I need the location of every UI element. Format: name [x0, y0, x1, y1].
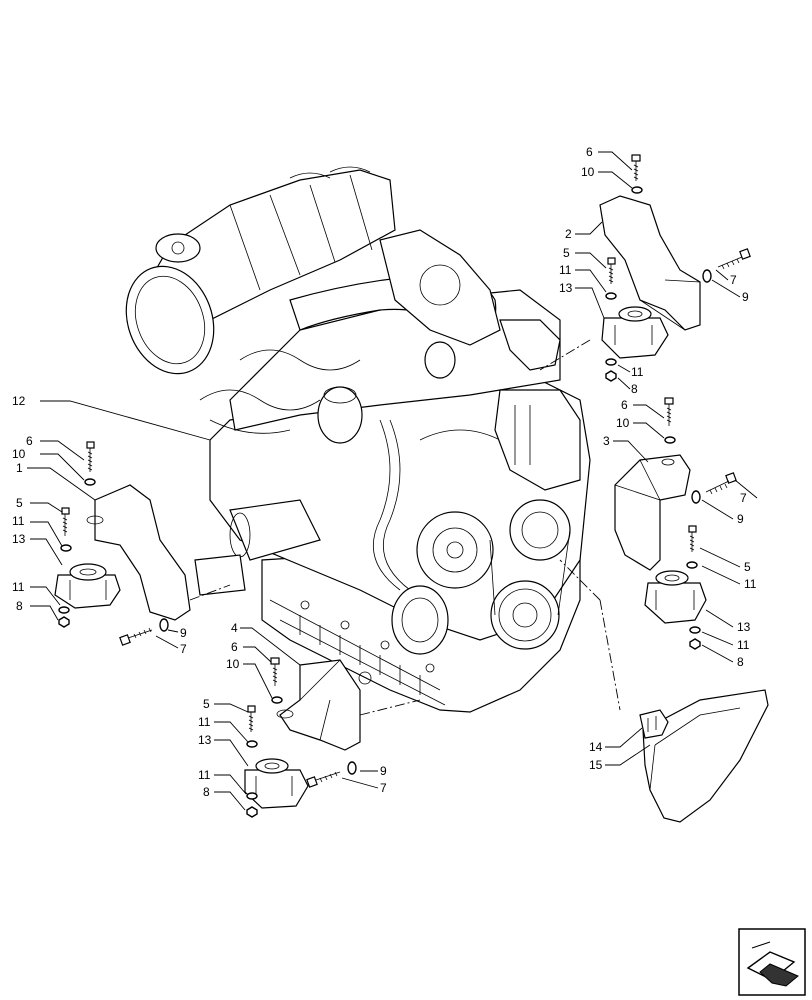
washer-10-middle: [664, 436, 676, 444]
label-part-13-left: 13: [12, 532, 26, 546]
label-part-10-left: 10: [12, 447, 26, 461]
callout-labels: 6 10 1 5 11 13 11 8 9 7 12 6 10 2 5 11 1…: [12, 145, 757, 799]
label-part-8-middle: 8: [737, 655, 744, 669]
bolt-7-upper: [717, 248, 751, 270]
label-part-2: 2: [565, 227, 572, 241]
nut-8-left: [58, 616, 70, 628]
bolt-7-middle: [705, 472, 737, 495]
label-part-13-upper: 13: [559, 281, 573, 295]
washer-10-lower: [271, 696, 283, 704]
bolt-7-lower: [306, 771, 341, 788]
label-part-9-left: 9: [180, 626, 187, 640]
bolt-6-left: [86, 441, 95, 472]
clip-14: [639, 709, 669, 739]
label-part-11-upper-bottom: 11: [631, 365, 644, 379]
label-part-6-upper: 6: [586, 145, 593, 159]
rubber-mount-13-lower: [244, 758, 309, 809]
label-part-8-left: 8: [16, 599, 23, 613]
label-part-6-left: 6: [26, 434, 33, 448]
bolt-6-middle: [664, 397, 674, 426]
washer-9-middle: [691, 490, 701, 504]
bracket-2: [599, 195, 701, 331]
label-part-11-lower-top: 11: [198, 715, 211, 729]
nut-8-lower: [246, 806, 258, 818]
washer-11-upper-top: [605, 292, 617, 300]
washer-9-upper: [702, 269, 712, 283]
washer-11-left-bottom: [58, 606, 70, 614]
label-part-5-left: 5: [16, 496, 23, 510]
label-part-12: 12: [12, 394, 26, 408]
label-part-9-middle: 9: [737, 512, 744, 526]
bolt-5-middle: [688, 525, 697, 552]
label-part-13-middle: 13: [737, 620, 751, 634]
bolt-5-lower: [247, 705, 256, 732]
cover-15: [642, 689, 769, 823]
bolt-6-lower: [270, 657, 280, 686]
mount-group-upper-right: [539, 151, 751, 390]
mount-group-left: [27, 400, 231, 649]
label-part-10-middle: 10: [616, 416, 630, 430]
washer-9-lower: [347, 761, 357, 775]
washer-10-left: [84, 478, 96, 486]
bracket-1: [94, 484, 191, 621]
bolt-5-left: [61, 507, 70, 536]
bolt-5-upper: [607, 257, 616, 284]
label-part-5-upper: 5: [563, 246, 570, 260]
washer-9-left: [159, 618, 169, 632]
label-part-9-lower: 9: [380, 764, 387, 778]
bolt-7-left: [119, 627, 153, 646]
label-part-5-lower: 5: [203, 697, 210, 711]
washer-11-left-top: [60, 544, 72, 552]
mount-group-middle-right: [559, 397, 758, 711]
label-part-11-middle-top: 11: [744, 577, 757, 591]
label-part-13-lower: 13: [198, 733, 212, 747]
bracket-3: [614, 454, 691, 571]
label-part-9-upper: 9: [742, 290, 749, 304]
bolt-6-upper: [631, 154, 641, 181]
label-part-8-lower: 8: [203, 785, 210, 799]
cover-group: [605, 689, 769, 823]
label-part-7-lower: 7: [380, 781, 387, 795]
label-part-5-middle: 5: [744, 560, 751, 574]
label-part-1: 1: [16, 461, 23, 475]
label-part-4: 4: [231, 621, 238, 635]
label-part-3: 3: [603, 434, 610, 448]
label-part-6-lower: 6: [231, 640, 238, 654]
label-part-10-lower: 10: [226, 657, 240, 671]
washer-11-upper-bottom: [605, 358, 617, 366]
label-part-11-middle-bottom: 11: [737, 638, 750, 652]
nut-8-upper: [605, 370, 617, 382]
label-part-11-lower-bottom: 11: [198, 768, 211, 782]
next-page-arrow-icon[interactable]: [738, 928, 806, 996]
engine-assembly: [125, 166, 591, 713]
label-part-11-left-top: 11: [12, 514, 25, 528]
label-part-8-upper: 8: [631, 382, 638, 396]
rubber-mount-13-left: [54, 563, 121, 609]
label-part-7-upper: 7: [730, 273, 737, 287]
label-part-14: 14: [589, 740, 603, 754]
label-part-7-middle: 7: [740, 491, 747, 505]
washer-11-lower-top: [246, 740, 258, 748]
label-part-6-middle: 6: [621, 398, 628, 412]
label-part-10-upper: 10: [581, 165, 595, 179]
label-part-11-upper-top: 11: [559, 263, 572, 277]
label-part-15: 15: [589, 758, 603, 772]
washer-11-middle-top: [686, 561, 698, 569]
rubber-mount-13-middle: [644, 570, 707, 624]
label-part-11-left-bottom: 11: [12, 580, 25, 594]
washer-11-lower-bottom: [246, 792, 258, 800]
bracket-4: [279, 659, 361, 751]
rubber-mount-13-upper: [601, 306, 669, 359]
washer-11-middle-bottom: [689, 626, 701, 634]
mount-group-lower: [214, 627, 421, 818]
nut-8-middle: [689, 638, 701, 650]
label-part-7-left: 7: [180, 642, 187, 656]
washer-10-upper: [631, 186, 643, 194]
